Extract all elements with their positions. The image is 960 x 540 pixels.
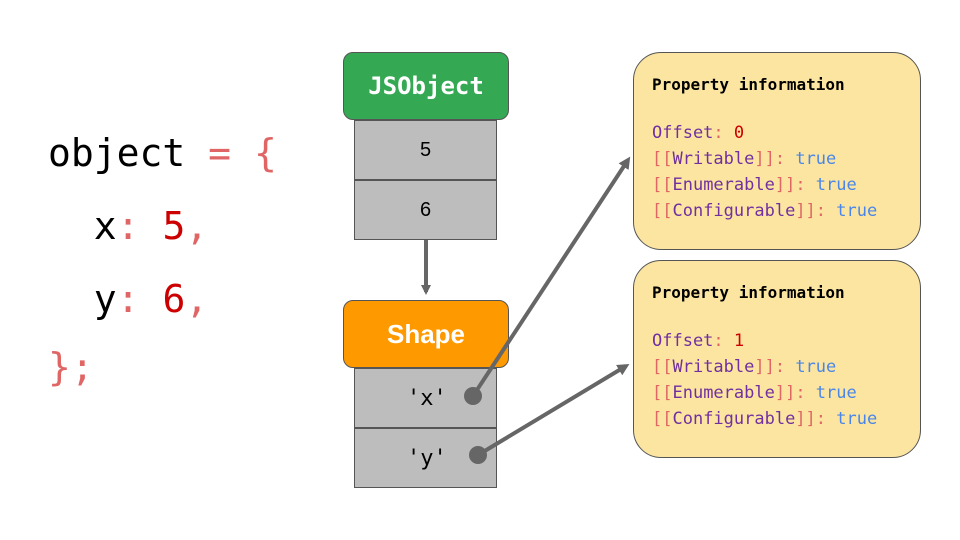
code-colon: : bbox=[116, 204, 140, 248]
code-value-6: 6 bbox=[162, 277, 186, 321]
code-line-1: object = { bbox=[48, 134, 277, 172]
code-value-5: 5 bbox=[162, 204, 186, 248]
key-x-pointer-dot bbox=[464, 387, 482, 405]
code-key-y: y bbox=[93, 277, 117, 321]
offset-line: Offset: 0 bbox=[652, 123, 745, 143]
offset-value: 1 bbox=[733, 331, 745, 351]
offset-line: Offset: 1 bbox=[652, 331, 745, 351]
key-y-to-info-arrow bbox=[476, 363, 630, 457]
code-comma: , bbox=[185, 277, 209, 321]
code-key-x: x bbox=[93, 204, 117, 248]
shape-header: Shape bbox=[343, 300, 509, 368]
attr-line-configurable: [[Configurable]]: true bbox=[652, 201, 878, 221]
code-line-2: x: 5, bbox=[48, 207, 208, 245]
code-open-brace: { bbox=[253, 131, 277, 175]
code-semicolon: ; bbox=[70, 345, 94, 389]
key-x-to-info-arrow bbox=[471, 156, 631, 398]
attr-line-configurable: [[Configurable]]: true bbox=[652, 409, 878, 429]
code-colon: : bbox=[116, 277, 140, 321]
offset-label: Offset bbox=[652, 331, 714, 351]
property-info-title: Property information bbox=[652, 283, 845, 302]
jsobject-slot-0: 5 bbox=[354, 120, 497, 180]
jsobject-slot-1: 6 bbox=[354, 180, 497, 240]
attr-line-writable: [[Writable]]: true bbox=[652, 149, 837, 169]
offset-label: Offset bbox=[652, 123, 714, 143]
code-close-brace: } bbox=[48, 345, 71, 389]
offset-value: 0 bbox=[733, 123, 745, 143]
property-info-title: Property information bbox=[652, 75, 845, 94]
attr-line-writable: [[Writable]]: true bbox=[652, 357, 837, 377]
key-y-pointer-dot bbox=[469, 446, 487, 464]
code-line-4: }; bbox=[48, 348, 94, 386]
code-line-3: y: 6, bbox=[48, 280, 208, 318]
code-assign: = bbox=[208, 131, 232, 175]
jsobject-header: JSObject bbox=[343, 52, 509, 120]
property-info-box-y: Property information Offset: 1 [[Writabl… bbox=[633, 260, 921, 458]
attr-line-enumerable: [[Enumerable]]: true bbox=[652, 383, 857, 403]
attr-line-enumerable: [[Enumerable]]: true bbox=[652, 175, 857, 195]
code-comma: , bbox=[185, 204, 209, 248]
property-info-box-x: Property information Offset: 0 [[Writabl… bbox=[633, 52, 921, 250]
code-identifier: object bbox=[48, 131, 186, 175]
